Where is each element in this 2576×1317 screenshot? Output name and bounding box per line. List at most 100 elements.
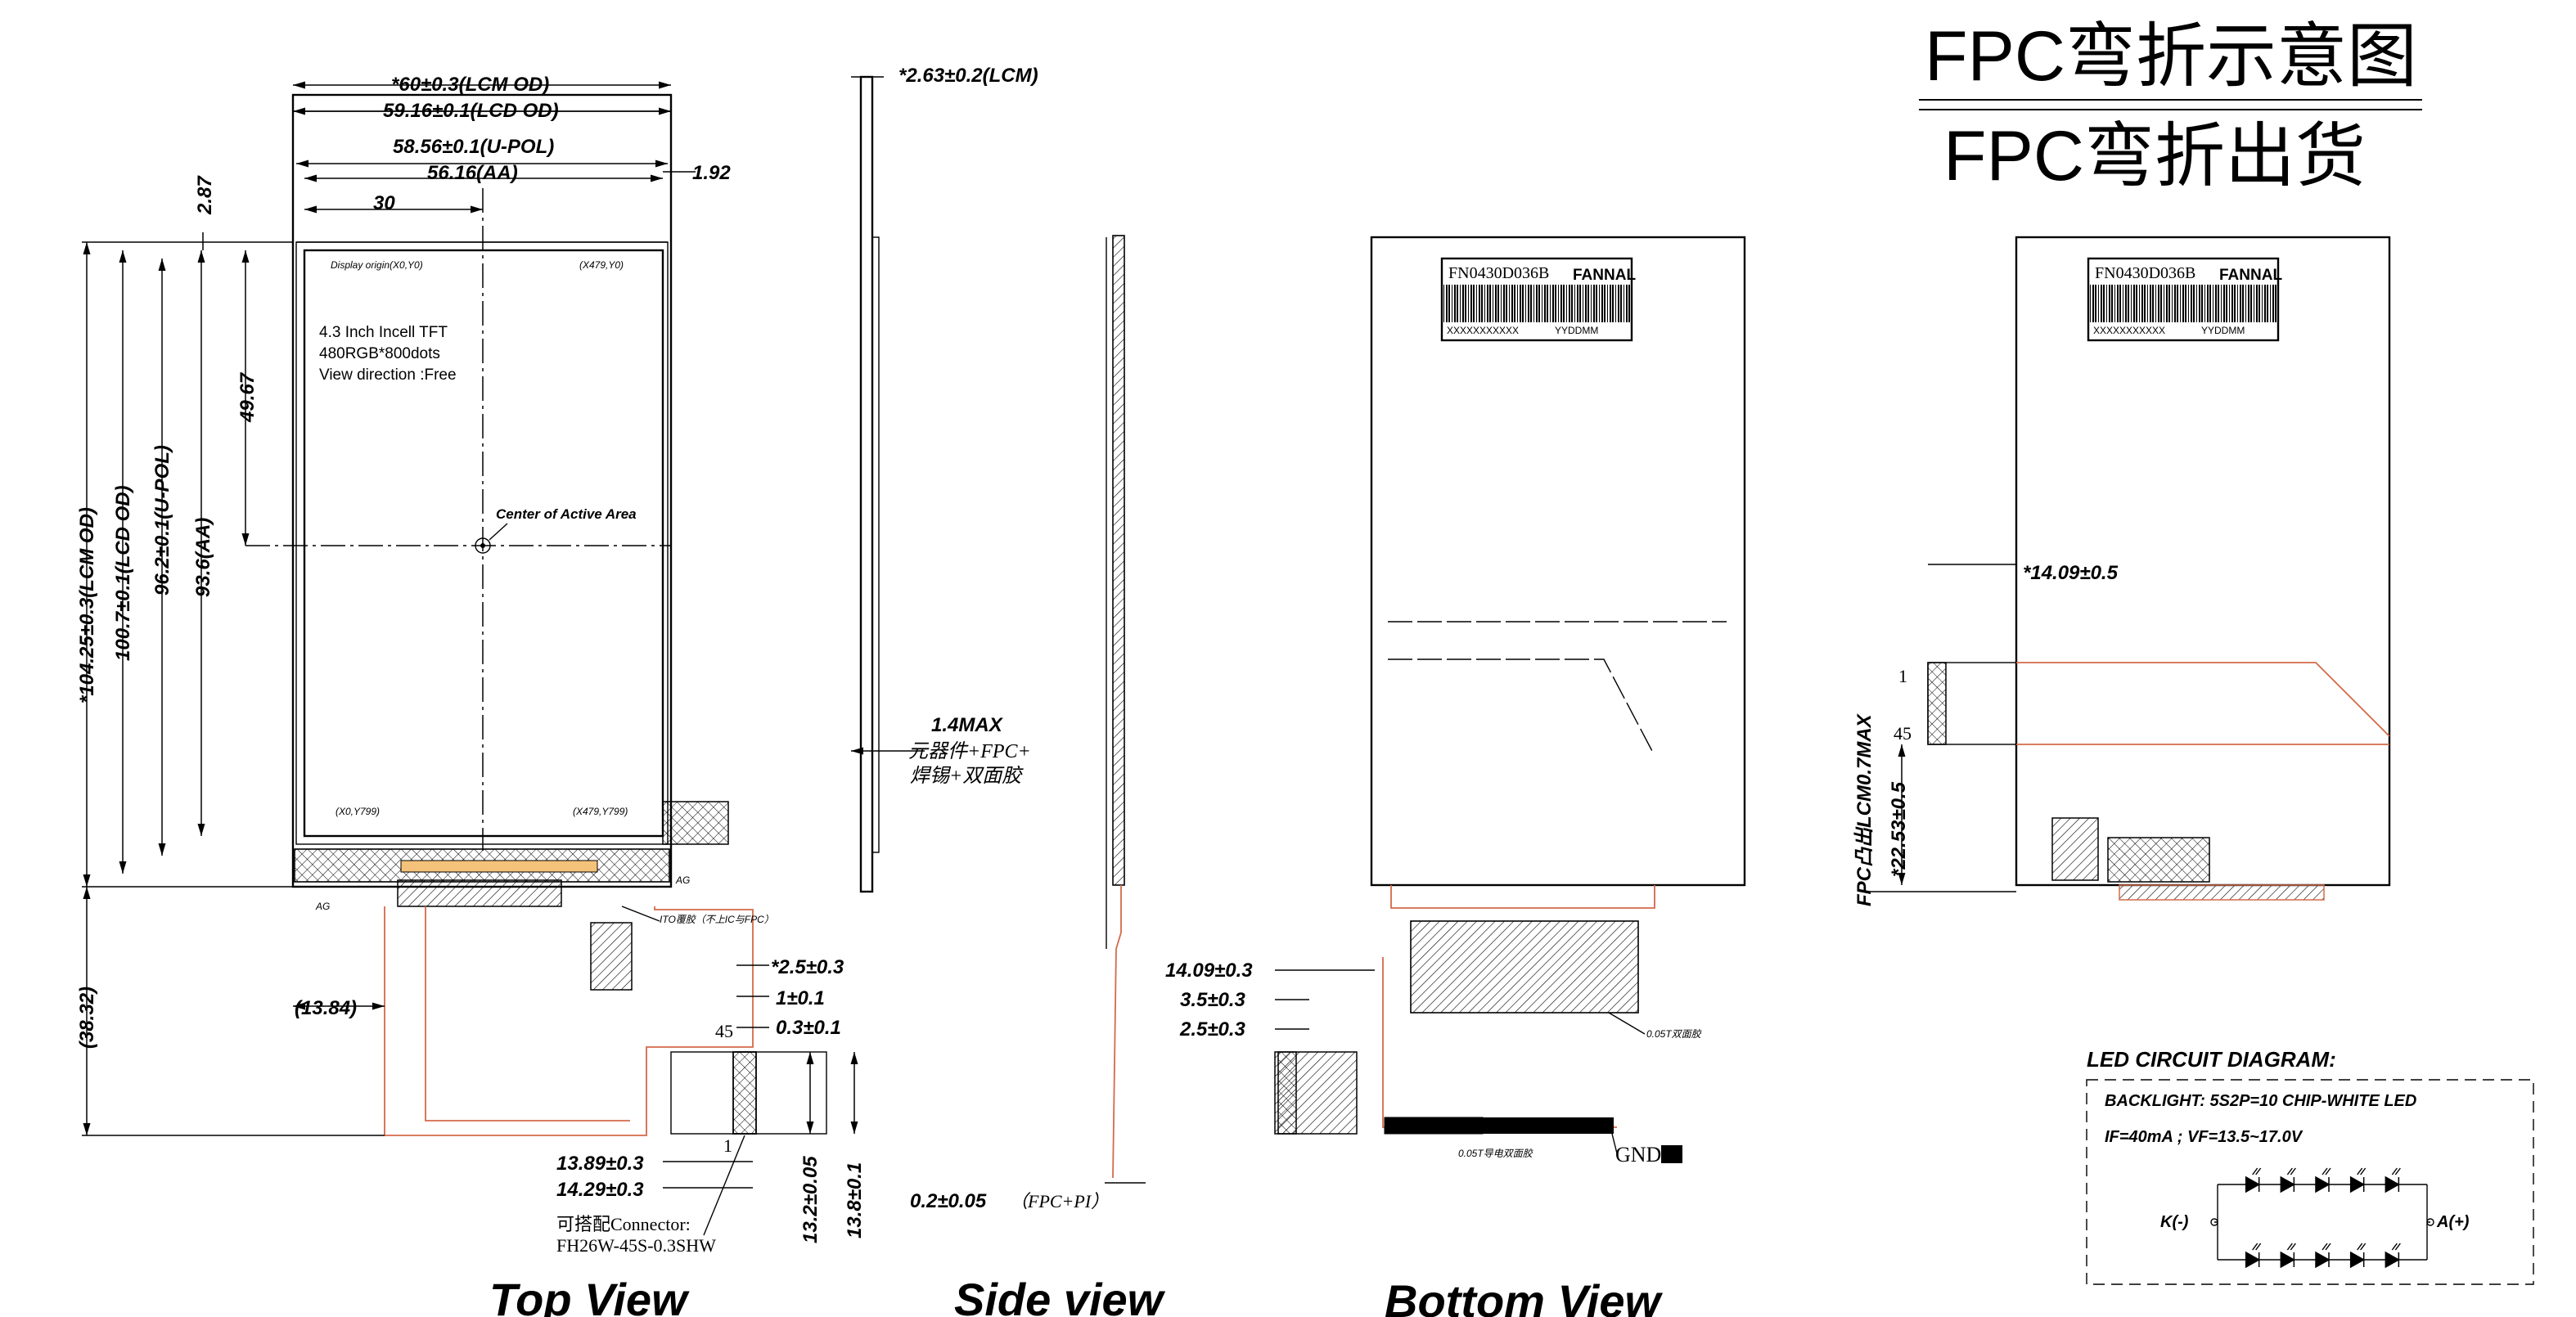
bottom-fpc-top bbox=[1390, 885, 1655, 909]
gnd-pad bbox=[1661, 1145, 1682, 1163]
side-fpc-note: （FPC+PI） bbox=[1010, 1191, 1109, 1211]
center-dot bbox=[480, 543, 485, 548]
bottom-label-box bbox=[1440, 257, 1633, 342]
center-mark bbox=[475, 537, 491, 554]
fpc-component bbox=[590, 922, 633, 991]
ic-bonding-area bbox=[294, 848, 670, 883]
bottom-barcode bbox=[1443, 285, 1630, 322]
bent-fpc-protrusion bbox=[2119, 884, 2325, 901]
dim-aa-height-label: 93.6(AA) bbox=[192, 518, 214, 597]
led-box bbox=[2086, 1079, 2534, 1285]
led-backlight-text: BACKLIGHT: 5S2P=10 CHIP-WHITE LED bbox=[2105, 1092, 2416, 1110]
bottom-tape-2-label: 0.05T导电双面胶 bbox=[1458, 1148, 1534, 1159]
led-emission-arrows bbox=[2322, 1167, 2331, 1175]
connector-label-2: FH26W-45S-0.3SHW bbox=[556, 1235, 716, 1256]
led-strings bbox=[2214, 1167, 2430, 1269]
led-diode bbox=[2315, 1251, 2331, 1269]
side-parts-2: 焊锡+双面胶 bbox=[910, 765, 1024, 787]
bottom-tape-1 bbox=[1410, 920, 1639, 1014]
bent-label-brand: FANNAL bbox=[2219, 267, 2282, 284]
pin-1-label: 1 bbox=[723, 1135, 732, 1156]
dim-pin-pitch-b-label: 1±0.1 bbox=[776, 987, 825, 1009]
spec-line-1: 4.3 Inch Incell TFT bbox=[319, 324, 448, 341]
bottom-view: FN0430D036B FANNAL XXXXXXXXXXX YYDDMM GN… bbox=[1165, 236, 1746, 1317]
side-lcm-outline bbox=[859, 75, 874, 893]
bottom-label-sub2: YYDDMM bbox=[1555, 325, 1598, 336]
side-view-title: Side view bbox=[954, 1274, 1166, 1317]
ag-right-label: AG bbox=[675, 874, 690, 886]
corner-bl-label: (X0,Y799) bbox=[336, 806, 380, 817]
led-diode bbox=[2349, 1251, 2366, 1269]
ito-leader bbox=[621, 906, 660, 922]
bent-connector bbox=[1927, 662, 1947, 745]
dim-conn-a-label: 13.89±0.3 bbox=[556, 1153, 644, 1175]
ag-left-label: AG bbox=[315, 901, 330, 912]
spec-line-3: View direction :Free bbox=[319, 366, 457, 384]
side-max-label: 1.4MAX bbox=[931, 714, 1004, 736]
ito-label: ITO覆胶（不上IC与FPC） bbox=[660, 914, 774, 925]
bottom-connector bbox=[1277, 1051, 1297, 1135]
bent-label-sub2: YYDDMM bbox=[2201, 325, 2245, 336]
side-fpc-tail bbox=[1112, 885, 1122, 1179]
bent-dim-width-label: *14.09±0.5 bbox=[2023, 562, 2119, 584]
led-diode bbox=[2315, 1175, 2331, 1193]
led-emission-arrows bbox=[2252, 1243, 2262, 1251]
led-emission-arrows bbox=[2391, 1167, 2401, 1175]
dim-pin-pitch-a-label: *2.5±0.3 bbox=[771, 956, 844, 978]
led-anode-label: A(+) bbox=[2436, 1213, 2470, 1231]
led-emission-arrows bbox=[2357, 1167, 2367, 1175]
bent-dim-height-label: *22.53±0.5 bbox=[1888, 781, 1910, 877]
bent-protrude-label: FPC凸出LCM0.7MAX bbox=[1853, 712, 1876, 906]
led-emission-arrows bbox=[2357, 1243, 2367, 1251]
driver-ic bbox=[400, 860, 598, 873]
bent-label-code: FN0430D036B bbox=[2095, 264, 2195, 282]
dim-fpc-offset-label: (13.84) bbox=[295, 997, 357, 1019]
pin-45-label: 45 bbox=[715, 1021, 733, 1041]
bottom-label-brand: FANNAL bbox=[1573, 267, 1636, 284]
bottom-tape-1-leader bbox=[1608, 1012, 1646, 1035]
dim-conn-h1-label: 13.2±0.05 bbox=[799, 1156, 822, 1243]
dim-center-y-label: 49.67 bbox=[236, 371, 259, 423]
dim-lcd-od-height-label: 100.7±0.1(LCD OD) bbox=[112, 485, 134, 661]
dim-half-width-label: 30 bbox=[373, 192, 395, 214]
dim-upol-width-label: 58.56±0.1(U-POL) bbox=[393, 136, 554, 158]
dim-fpc-total-label: (38.32) bbox=[76, 987, 98, 1049]
dim-lcm-od-height-label: *104.25±0.3(LCM OD) bbox=[76, 507, 98, 703]
bent-fpc-traces bbox=[2016, 662, 2390, 745]
bent-ic-area bbox=[2107, 837, 2210, 883]
led-circuit: LED CIRCUIT DIAGRAM: BACKLIGHT: 5S2P=10 … bbox=[2086, 1047, 2534, 1285]
dim-lcd-od-width-label: 59.16±0.1(LCD OD) bbox=[383, 100, 559, 122]
bottom-dim-b-label: 3.5±0.3 bbox=[1180, 989, 1246, 1011]
led-diode bbox=[2245, 1251, 2261, 1269]
side-thickness-label: *2.63±0.2(LCM) bbox=[898, 65, 1038, 87]
bottom-label-code: FN0430D036B bbox=[1448, 264, 1549, 282]
corner-br-label: (X479,Y799) bbox=[573, 806, 628, 817]
dim-conn-b-label: 14.29±0.3 bbox=[556, 1179, 644, 1201]
led-diode bbox=[2245, 1175, 2261, 1193]
connector-outline bbox=[670, 1051, 827, 1135]
connector-label-1: 可搭配Connector: bbox=[556, 1214, 691, 1234]
top-view-title: Top View bbox=[489, 1274, 690, 1317]
fpc-bend-shipping-title: FPC弯折出货 bbox=[1943, 117, 2366, 196]
bottom-fold-lines bbox=[1388, 621, 1727, 753]
fpc-outline bbox=[384, 906, 754, 1136]
led-diode bbox=[2349, 1175, 2366, 1193]
led-emission-arrows bbox=[2286, 1243, 2296, 1251]
lcm-outline bbox=[291, 93, 673, 888]
ito-glue-patch bbox=[662, 801, 729, 845]
led-electrical-text: IF=40mA ; VF=13.5~17.0V bbox=[2105, 1128, 2304, 1146]
dim-top-offset-label: 2.87 bbox=[194, 175, 216, 215]
side-backlight bbox=[871, 236, 880, 853]
bottom-outline bbox=[1370, 236, 1746, 887]
led-diode bbox=[2385, 1251, 2400, 1269]
bent-pin-1: 1 bbox=[1898, 666, 1907, 686]
dim-pin-pitch-c-label: 0.3±0.1 bbox=[776, 1017, 841, 1039]
active-area bbox=[303, 249, 664, 838]
upol-outline bbox=[295, 241, 669, 845]
led-title: LED CIRCUIT DIAGRAM: bbox=[2087, 1047, 2336, 1072]
fpc-connector bbox=[732, 1051, 757, 1135]
bent-pin-45: 45 bbox=[1894, 723, 1912, 744]
led-emission-arrows bbox=[2322, 1243, 2331, 1251]
led-emission-arrows bbox=[2286, 1167, 2296, 1175]
